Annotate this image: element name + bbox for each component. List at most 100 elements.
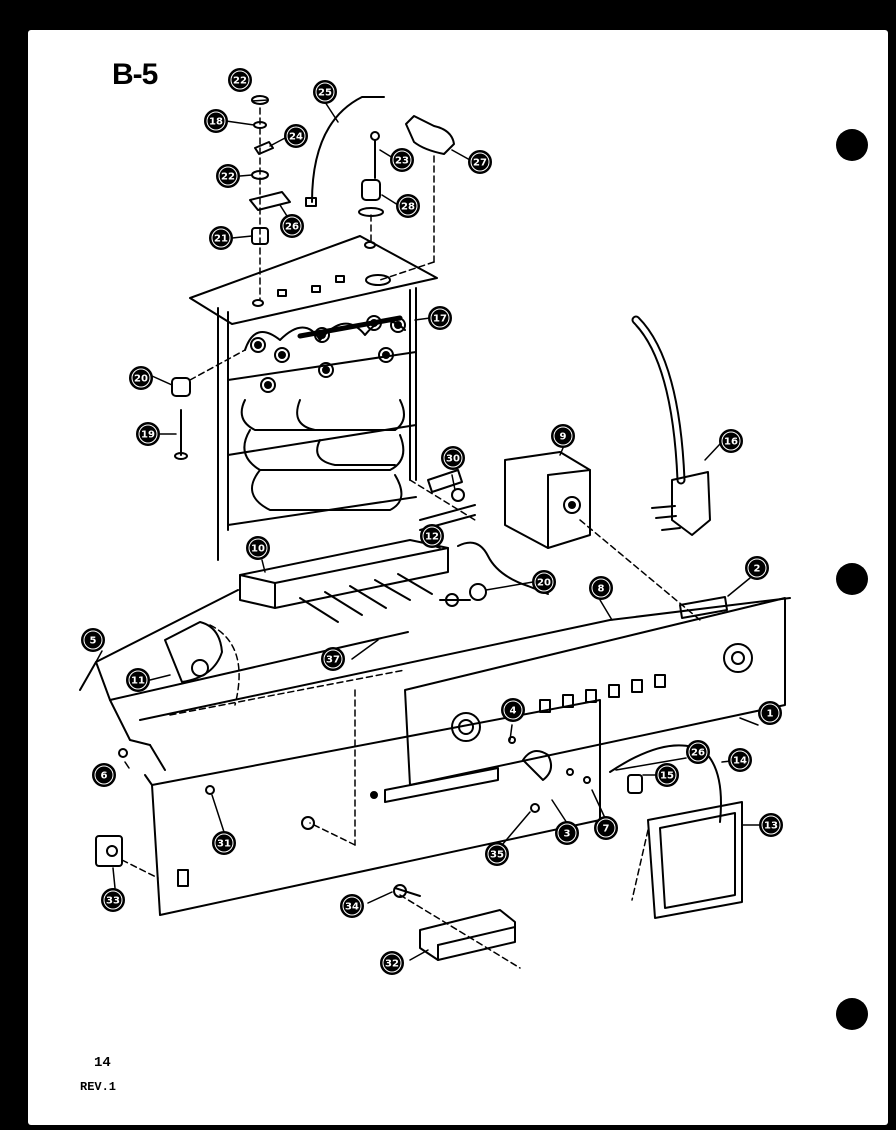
callout-bubble (136, 422, 160, 446)
callout-bubble (92, 763, 116, 787)
callout-bubble (396, 194, 420, 218)
callout-ring (398, 196, 418, 216)
callout-ring (128, 670, 148, 690)
callout-ring (747, 558, 767, 578)
callout-number: 23 (395, 156, 409, 167)
lead-wire (305, 96, 385, 207)
callout-bubble (468, 150, 492, 174)
callout-ring (382, 953, 402, 973)
callout-bubble (129, 366, 153, 390)
callout-number: 11 (131, 676, 145, 687)
callout-number: 33 (106, 896, 120, 907)
callout-c26a: 26 (280, 214, 304, 238)
callout-ring (470, 152, 490, 172)
binder-hole-middle (836, 563, 868, 595)
callout-ring (131, 368, 151, 388)
callout-number: 14 (733, 756, 747, 767)
callout-c37: 37 (321, 647, 345, 671)
heater-wire (457, 541, 549, 595)
callout-ring (214, 833, 234, 853)
callout-bubble (216, 164, 240, 188)
callout-ring (553, 426, 573, 446)
callout-number: 24 (289, 132, 303, 143)
callout-bubble (340, 894, 364, 918)
callout-c7: 7 (594, 816, 618, 840)
callout-bubble (555, 821, 579, 845)
callout-bubble (428, 306, 452, 330)
revision-label: REV.1 (80, 1080, 117, 1094)
control-panel (404, 596, 786, 786)
callout-number: 22 (233, 76, 247, 87)
callout-c27: 27 (468, 150, 492, 174)
callout-ring (83, 630, 103, 650)
callout-number: 8 (598, 584, 605, 595)
page-number: 14 (94, 1055, 111, 1071)
callout-number: 6 (101, 771, 108, 782)
callout-ring (430, 308, 450, 328)
callout-c5: 5 (81, 628, 105, 652)
terminal-block (239, 539, 487, 623)
callout-ring (286, 126, 306, 146)
callout-c23: 23 (390, 148, 414, 172)
callout-c30: 30 (441, 446, 465, 470)
callout-c22a: 22 (228, 68, 252, 92)
power-cord (631, 315, 711, 536)
callout-ring (323, 649, 343, 669)
binder-hole-top (836, 129, 868, 161)
callout-c3: 3 (555, 821, 579, 845)
callout-c17: 17 (428, 306, 452, 330)
callout-c24: 24 (284, 124, 308, 148)
callout-c32: 32 (380, 951, 404, 975)
callout-number: 9 (560, 432, 567, 443)
callout-number: 35 (490, 850, 504, 861)
callout-bubble (313, 80, 337, 104)
callout-ring (443, 448, 463, 468)
callout-bubble (589, 576, 613, 600)
thermostat-and-screw (358, 131, 384, 244)
callout-ring (761, 815, 781, 835)
callout-c19: 19 (136, 422, 160, 446)
callout-ring (392, 150, 412, 170)
callout-number: 12 (425, 532, 439, 543)
terminal-strip (393, 884, 521, 969)
callout-bubble (728, 748, 752, 772)
fan-motor (164, 621, 240, 706)
top-mounting-plate (189, 235, 438, 325)
callout-number: 18 (209, 117, 223, 128)
callout-ring (503, 700, 523, 720)
callout-number: 17 (433, 314, 447, 325)
callout-number: 19 (141, 430, 155, 441)
callout-number: 25 (318, 88, 332, 99)
callout-bubble (280, 214, 304, 238)
paper-sheet (28, 30, 888, 1125)
callout-ring (688, 742, 708, 762)
callout-number: 20 (134, 374, 148, 385)
callout-ring (730, 750, 750, 770)
terminal-studs (250, 315, 406, 393)
callout-number: 4 (510, 706, 517, 717)
callout-bubble (420, 524, 444, 548)
callout-number: 3 (564, 829, 571, 840)
callout-bubble (758, 701, 782, 725)
callout-c6: 6 (92, 763, 116, 787)
callout-ring (248, 538, 268, 558)
callout-number: 22 (221, 172, 235, 183)
callout-ring (591, 578, 611, 598)
callout-c11: 11 (126, 668, 150, 692)
callout-bubble (686, 740, 710, 764)
callout-ring (342, 896, 362, 916)
callout-c20b: 20 (532, 570, 556, 594)
callout-bubble (321, 647, 345, 671)
callout-c33: 33 (101, 888, 125, 912)
callout-bubble (212, 831, 236, 855)
callout-c2: 2 (745, 556, 769, 580)
insulator-stack (249, 95, 291, 301)
callout-bubble (380, 951, 404, 975)
callout-ring (315, 82, 335, 102)
callout-bubble (441, 446, 465, 470)
callout-c9: 9 (551, 424, 575, 448)
callout-ring (557, 823, 577, 843)
callout-bubble (246, 536, 270, 560)
callout-bubble (204, 109, 228, 133)
